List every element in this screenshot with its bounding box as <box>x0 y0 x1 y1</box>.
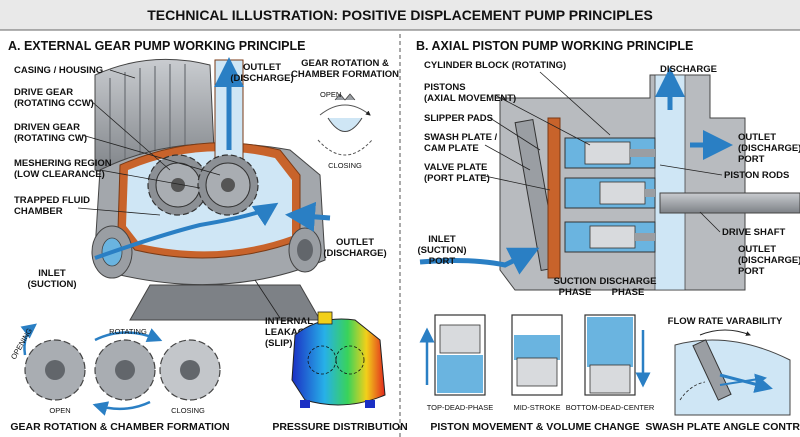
page-title: TECHNICAL ILLUSTRATION: POSITIVE DISPLAC… <box>147 7 653 23</box>
piston-mid <box>516 357 558 387</box>
chamber-inset: OPEN CLOSING <box>317 90 373 170</box>
piston-3 <box>564 221 656 253</box>
label-piston-inlet: INLET <box>428 234 456 245</box>
label-drive-gear: DRIVE GEAR <box>14 87 73 98</box>
label-flow-variability: FLOW RATE VARABILITY <box>668 316 783 327</box>
label-valve-plate-sub: (PORT PLATE) <box>424 173 490 184</box>
label-discharge-phase: DISCHARGE <box>599 276 656 287</box>
label-right-outlet: OUTLET <box>336 237 374 248</box>
label-suction-phase: SUCTION <box>554 276 597 287</box>
label-outlet-b-sub2: PORT <box>738 266 765 277</box>
seq-gear-open <box>24 339 86 401</box>
label-inlet-sub: (SUCTION) <box>27 279 76 290</box>
label-leakage-sub2: (SLIP) <box>265 338 292 349</box>
seq-closing-label: CLOSING <box>171 406 205 415</box>
label-top-outlet: OUTLET <box>243 62 281 73</box>
driven-gear <box>197 154 259 216</box>
label-bdc: BOTTOM-DEAD-CENTER <box>566 403 655 412</box>
seq-gear-mid <box>94 339 156 401</box>
piston-bdc <box>589 364 631 394</box>
label-outlet-a-sub: (DISCHARGE) <box>738 143 800 154</box>
seq-rotating-label: ROTATING <box>109 327 147 336</box>
label-drive-shaft: DRIVE SHAFT <box>722 227 786 238</box>
gear-heading: A. EXTERNAL GEAR PUMP WORKING PRINCIPLE <box>8 39 305 53</box>
seq-gear-closing <box>159 339 221 401</box>
piston-inlet-arrow <box>419 247 540 275</box>
pressure-distribution: PRESSURE DISTRIBUTION <box>272 311 408 433</box>
label-outlet-a-sub2: PORT <box>738 154 765 165</box>
label-mesh-region: MESHERING REGION <box>14 158 112 169</box>
label-chamber: GEAR ROTATION & <box>301 58 389 69</box>
label-driven-gear: DRIVEN GEAR <box>14 122 80 133</box>
label-chamber-sub: CHAMBER FORMATION <box>291 69 399 80</box>
caption-swash-control: SWASH PLATE ANGLE CONTROL <box>645 421 800 433</box>
drive-shaft <box>659 192 800 214</box>
label-pistons: PISTONS <box>424 82 466 93</box>
label-mesh-region-sub: (LOW CLEARANCE) <box>14 169 105 180</box>
inset-open-label: OPEN <box>320 90 341 99</box>
inlet-flow-arrow <box>94 202 279 260</box>
piston-heading: B. AXIAL PISTON PUMP WORKING PRINCIPLE <box>416 39 693 53</box>
label-cylinder-block: CYLINDER BLOCK (ROTATING) <box>424 60 566 71</box>
label-piston-rods: PISTON RODS <box>724 170 789 181</box>
label-leakage: INTERNAL <box>265 316 313 327</box>
label-discharge-phase-sub: PHASE <box>612 287 645 298</box>
label-mid-stroke: MID-STROKE <box>513 403 560 412</box>
label-swash-sub: CAM PLATE <box>424 143 479 154</box>
swash-control: FLOW RATE VARABILITY SWASH PLATE ANGLE C… <box>645 316 800 433</box>
piston-1 <box>564 137 656 169</box>
label-piston-inlet-sub2: PORT <box>429 256 456 267</box>
piston-2 <box>564 177 656 209</box>
caption-piston-movement: PISTON MOVEMENT & VOLUME CHANGE <box>430 421 639 433</box>
seq-open-label: OPEN <box>49 406 70 415</box>
label-trapped-fluid-sub: CHAMBER <box>14 206 63 217</box>
right-outlet-arrow <box>285 201 331 232</box>
gear-pump-body <box>91 57 331 321</box>
inset-closing-label: CLOSING <box>328 161 362 170</box>
caption-pressure: PRESSURE DISTRIBUTION <box>272 421 407 433</box>
piston-tdc <box>439 324 481 354</box>
valve-plate <box>547 117 561 279</box>
piston-movement: TOP-DEAD-PHASE MID-STROKE BOTTOM-DEAD-CE… <box>419 314 655 433</box>
drive-gear <box>147 154 209 216</box>
piston-pump-body <box>419 67 800 291</box>
label-pistons-sub: (AXIAL MOVEMENT) <box>424 93 516 104</box>
label-tdc: TOP-DEAD-PHASE <box>427 403 494 412</box>
label-suction-phase-sub: PHASE <box>559 287 592 298</box>
gear-labels: CASING / HOUSING DRIVE GEAR (ROTATING CC… <box>14 58 399 349</box>
title-bar <box>0 0 800 30</box>
label-driven-gear-sub: (ROTATING CW) <box>14 133 87 144</box>
label-outlet-a: OUTLET <box>738 132 776 143</box>
label-piston-inlet-sub: (SUCTION) <box>417 245 466 256</box>
label-swash: SWASH PLATE / <box>424 132 498 143</box>
label-slipper: SLIPPER PADS <box>424 113 493 124</box>
label-right-outlet-sub: (DISCHARGE) <box>323 248 386 259</box>
label-drive-gear-sub: (ROTATING CCW) <box>14 98 94 109</box>
label-trapped-fluid: TRAPPED FLUID <box>14 195 90 206</box>
label-discharge-top: DISCHARGE <box>660 64 717 75</box>
label-valve-plate: VALVE PLATE <box>424 162 487 173</box>
discharge-channel <box>654 74 686 291</box>
label-inlet: INLET <box>38 268 66 279</box>
gear-sequence: OPENING ROTATING OPEN CLOSING GEAR ROTAT… <box>9 323 230 433</box>
label-outlet-b: OUTLET <box>738 244 776 255</box>
label-top-outlet-sub: (DISCHARGE) <box>230 73 293 84</box>
caption-gear-rotation: GEAR ROTATION & CHAMBER FORMATION <box>10 421 229 433</box>
label-outlet-b-sub: (DISCHARGE) <box>738 255 800 266</box>
label-casing: CASING / HOUSING <box>14 65 103 76</box>
piston-labels: CYLINDER BLOCK (ROTATING) PISTONS (AXIAL… <box>417 60 800 298</box>
